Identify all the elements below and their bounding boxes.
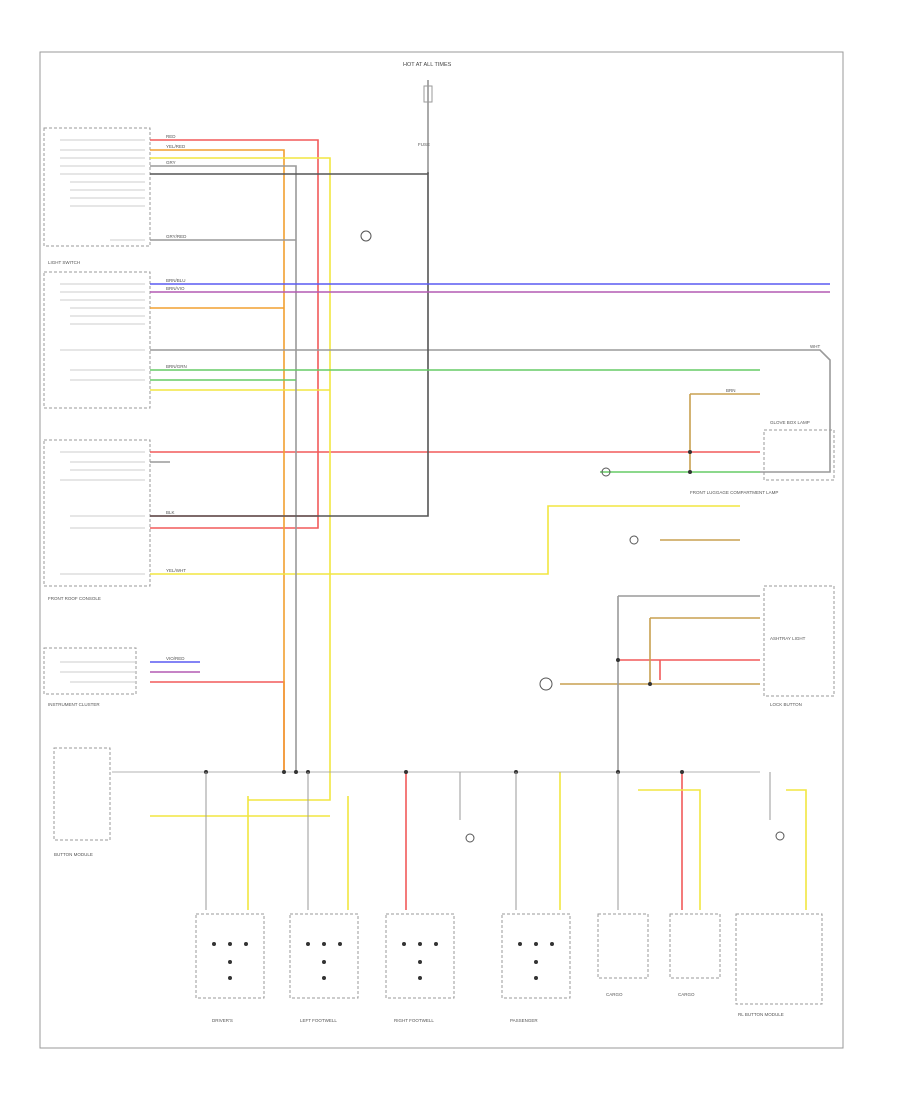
- light-switch-module-2: [43, 271, 151, 409]
- wl-brn: BRN: [726, 388, 736, 393]
- caption-passenger-switch: PASSENGER: [510, 1018, 538, 1023]
- switch-boxes: [195, 913, 823, 1005]
- wl-brn-vio: BRN/VIO: [166, 286, 185, 291]
- caption-instrument: INSTRUMENT CLUSTER: [48, 702, 100, 707]
- wl-brn-blu: BRN/BLU: [166, 278, 186, 283]
- orange-wires: [150, 149, 285, 772]
- caption-drivers-switch: DRIVER'S: [212, 1018, 233, 1023]
- diagram-frame: [39, 51, 844, 1049]
- top-header: HOT AT ALL TIMES: [403, 62, 452, 68]
- caption-rl-module: RL BUTTON MODULE: [738, 1012, 784, 1017]
- fuse-symbol: [423, 85, 433, 103]
- instrument-cluster-module: [43, 647, 137, 695]
- wl-yel-red: YEL/RED: [166, 144, 186, 149]
- tan-wires: [560, 393, 760, 685]
- lock-button-module: [763, 585, 835, 697]
- caption-glove-box: GLOVE BOX LAMP: [770, 420, 810, 425]
- red-wires: [150, 139, 760, 910]
- blue-wires: [150, 283, 830, 663]
- left-pin-rows: [60, 139, 145, 683]
- caption-lamp-a: LEFT FOOTWELL: [300, 1018, 337, 1023]
- fuse-label: FUSE: [418, 142, 430, 147]
- light-switch-module-1: [43, 127, 151, 247]
- caption-front-roof: FRONT ROOF CONSOLE: [48, 596, 101, 601]
- wl-blk: BLK: [166, 510, 175, 515]
- glove-box-module: [763, 429, 835, 481]
- wl-brn-grn: BRN/GRN: [166, 364, 187, 369]
- wl-wht: WHT: [810, 344, 820, 349]
- bulb-symbols: [360, 230, 785, 843]
- wl-yel-wht: YEL/WHT: [166, 568, 186, 573]
- caption-button-module: BUTTON MODULE: [54, 852, 93, 857]
- wl-vio-red: VIO/RED: [166, 656, 185, 661]
- wl-gry: GRY: [166, 160, 176, 165]
- wl-gry-red: GRY/RED: [166, 234, 187, 239]
- front-roof-console-module: [43, 439, 151, 587]
- green-wires: [150, 369, 760, 473]
- caption-lock-button: LOCK BUTTON: [770, 702, 802, 707]
- purple-wires: [150, 291, 830, 673]
- caption-ashtray: ASHTRAY LIGHT: [770, 636, 806, 641]
- black-wires: [150, 172, 429, 517]
- switch-drops: [205, 772, 771, 910]
- switch-contacts: [212, 942, 554, 980]
- caption-front-lugg: FRONT LUGGAGE COMPARTMENT LAMP: [690, 490, 778, 495]
- wire-labels: RED YEL/RED GRY GRY/RED BRN/BLU BRN/VIO …: [166, 134, 820, 661]
- caption-light-switch: LIGHT SWITCH: [48, 260, 80, 265]
- caption-cargo-b: CARGO: [678, 992, 695, 997]
- caption-cargo-a: CARGO: [606, 992, 623, 997]
- wl-red: RED: [166, 134, 176, 139]
- button-module-box: [53, 747, 111, 841]
- yellow-wires: [150, 157, 807, 910]
- gray-wires: [150, 165, 831, 772]
- caption-lamp-b: RIGHT FOOTWELL: [394, 1018, 434, 1023]
- splice-dots: [204, 450, 692, 774]
